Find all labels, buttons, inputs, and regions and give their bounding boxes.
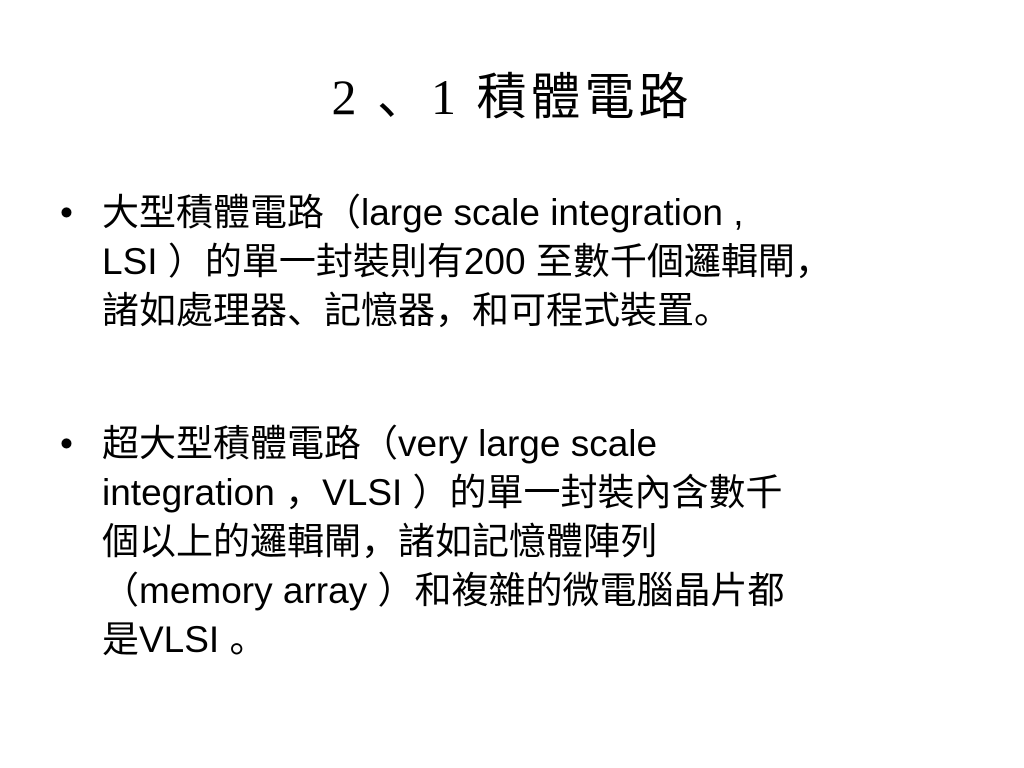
bullet-line: 諸如處理器、記憶器，和可程式裝置。 (102, 290, 731, 331)
bullet-list: • 大型積體電路（large scale integration , LSI ）… (60, 188, 990, 664)
bullet-text: 大型積體電路（large scale integration , LSI ）的單… (102, 188, 990, 335)
bullet-marker-icon: • (60, 192, 73, 233)
bullet-line: 是VLSI 。 (102, 619, 267, 660)
bullet-line: integration ，VLSI ）的單一封裝內含數千 (102, 472, 783, 513)
bullet-item-lsi: • 大型積體電路（large scale integration , LSI ）… (60, 188, 990, 335)
bullet-line: （memory array ）和複雜的微電腦晶片都 (102, 570, 785, 611)
bullet-line: 個以上的邏輯閘，諸如記憶體陣列 (102, 521, 657, 562)
bullet-line: 大型積體電路（large scale integration , (102, 192, 744, 233)
bullet-text: 超大型積體電路（very large scale integration ，VL… (102, 419, 990, 664)
slide-title: 2 、1 積體電路 (331, 69, 693, 125)
bullet-marker-icon: • (60, 423, 73, 464)
bullet-line: LSI ）的單一封裝則有200 至數千個邏輯閘， (102, 241, 832, 282)
bullet-item-vlsi: • 超大型積體電路（very large scale integration ，… (60, 419, 990, 664)
bullet-line: 超大型積體電路（very large scale (102, 423, 658, 464)
